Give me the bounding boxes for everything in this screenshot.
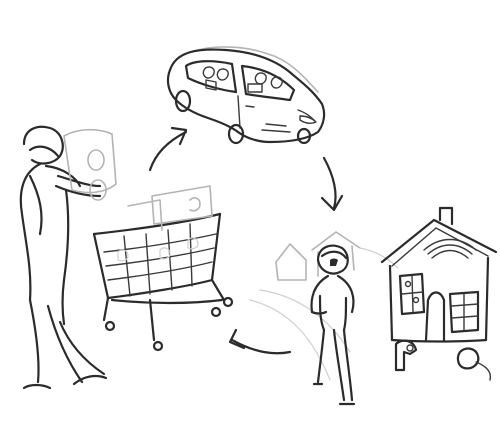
arrow-down-right [322,156,337,210]
arrow-up-right [148,130,188,172]
car-sketch [166,46,326,145]
shopper-sketch [19,125,117,390]
arrow-left [230,338,292,355]
cycle-arrows [148,126,344,355]
house-sketch [380,206,498,381]
homeowner-sketch [310,244,356,406]
shopping-cart-sketch [92,185,234,352]
